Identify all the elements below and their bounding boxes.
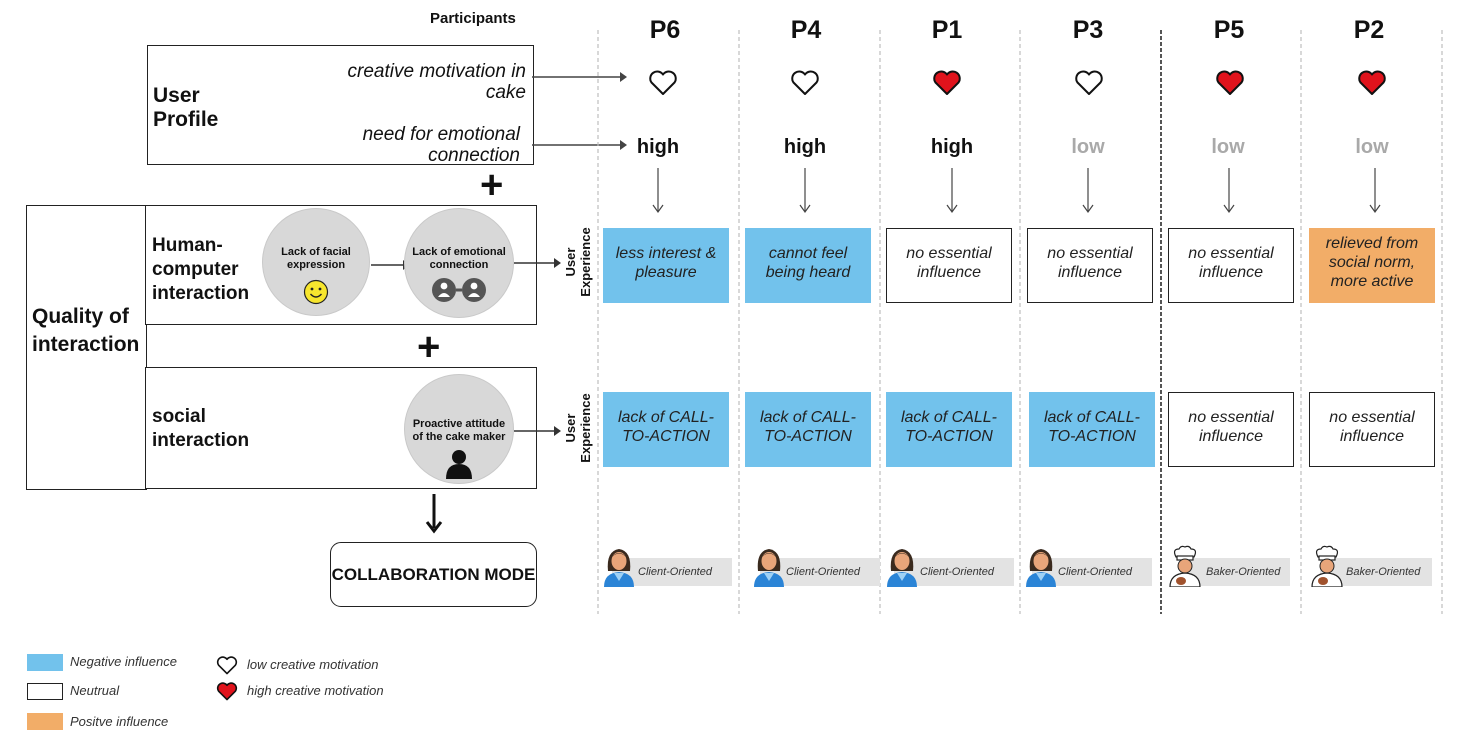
column-separators: [597, 30, 1443, 614]
baker-avatar-icon: [1169, 545, 1201, 587]
arrow-need: [532, 140, 627, 150]
quality-outer-box: [26, 205, 147, 490]
proactive-text: Proactive attitude of the cake maker: [412, 418, 506, 443]
down-arrow: [799, 168, 811, 214]
client-avatar-icon: [1026, 549, 1056, 587]
quality-label: Quality of interaction: [32, 305, 140, 356]
down-arrow: [1369, 168, 1381, 214]
motivation-label: creative motivation in cake: [347, 61, 526, 103]
social-experience-cell: lack of CALL-TO-ACTION: [745, 392, 871, 467]
social-experience-cell: lack of CALL-TO-ACTION: [603, 392, 729, 467]
participant-id: P3: [1072, 16, 1104, 44]
down-arrow: [652, 168, 664, 214]
down-arrow: [1082, 168, 1094, 214]
legend-low-motivation-label: low creative motivation: [247, 657, 379, 672]
collaboration-mode-box: COLLABORATION MODE: [330, 542, 537, 607]
hci-experience-cell: no essential influence: [1168, 228, 1294, 303]
legend-neutral-label: Neutrual: [70, 683, 120, 698]
participants-header: Participants: [430, 10, 516, 27]
hci-experience-cell: relieved from social norm, more active: [1309, 228, 1435, 303]
legend-heart-filled-icon: [216, 682, 238, 701]
hci-experience-cell: no essential influence: [886, 228, 1012, 303]
proactive-circle: Proactive attitude of the cake maker: [404, 374, 514, 484]
user-profile-box: [147, 45, 534, 165]
plus-sign-middle: +: [417, 325, 441, 369]
collaboration-tag: Client-Oriented: [612, 558, 732, 586]
need-label: need for emotional connection: [362, 124, 520, 166]
arrow-motivation: [532, 72, 627, 82]
plus-sign-top: +: [480, 163, 504, 207]
legend-positive-swatch: [27, 713, 63, 730]
need-level: high: [636, 136, 680, 158]
participant-id: P6: [649, 16, 681, 44]
person-icon: [446, 450, 472, 479]
social-experience-cell: no essential influence: [1309, 392, 1435, 467]
social-experience-cell: no essential influence: [1168, 392, 1294, 467]
emotional-text: Lack of emotional connection: [412, 246, 506, 271]
facial-text: Lack of facial expression: [281, 246, 351, 271]
need-level: low: [1071, 136, 1105, 158]
heart-filled-icon: [933, 70, 961, 95]
participant-id: P5: [1213, 16, 1245, 44]
baker-avatar-icon: [1311, 545, 1343, 587]
legend-positive-label: Positve influence: [70, 714, 169, 729]
client-avatar-icon: [604, 549, 634, 587]
down-arrow-to-collaboration: [425, 494, 443, 534]
legend-negative-label: Negative influence: [70, 654, 177, 669]
need-level: high: [930, 136, 974, 158]
disconnected-people-icon: [432, 278, 486, 302]
smiley-icon: [303, 279, 329, 305]
heart-outline-icon: [791, 70, 819, 95]
need-level: low: [1211, 136, 1245, 158]
hci-experience-cell: cannot feel being heard: [745, 228, 871, 303]
down-arrow: [946, 168, 958, 214]
legend-negative-swatch: [27, 654, 63, 671]
participant-id: P1: [931, 16, 963, 44]
participant-id: P2: [1353, 16, 1385, 44]
hci-label: Human-computer interaction: [152, 235, 250, 304]
hci-experience-cell: no essential influence: [1027, 228, 1153, 303]
social-experience-cell: lack of CALL-TO-ACTION: [886, 392, 1012, 467]
social-experience-cell: lack of CALL-TO-ACTION: [1029, 392, 1155, 467]
down-arrow: [1223, 168, 1235, 214]
heart-outline-icon: [649, 70, 677, 95]
arrow-social-to-ux: [514, 426, 561, 436]
legend-heart-outline-icon: [216, 656, 238, 675]
need-level: high: [783, 136, 827, 158]
legend-neutral-swatch: [27, 683, 63, 700]
user-profile-label: User Profile: [153, 84, 219, 131]
need-level: low: [1355, 136, 1389, 158]
participant-id: P4: [790, 16, 822, 44]
heart-filled-icon: [1358, 70, 1386, 95]
client-avatar-icon: [754, 549, 784, 587]
heart-outline-icon: [1075, 70, 1103, 95]
hci-experience-cell: less interest & pleasure: [603, 228, 729, 303]
legend-high-motivation-label: high creative motivation: [247, 683, 384, 698]
arrow-hci-to-ux: [514, 258, 561, 268]
client-avatar-icon: [887, 549, 917, 587]
social-label: social interaction: [152, 406, 250, 451]
emotional-circle: Lack of emotional connection: [404, 208, 514, 318]
facial-circle: Lack of facial expression: [262, 208, 370, 316]
heart-filled-icon: [1216, 70, 1244, 95]
